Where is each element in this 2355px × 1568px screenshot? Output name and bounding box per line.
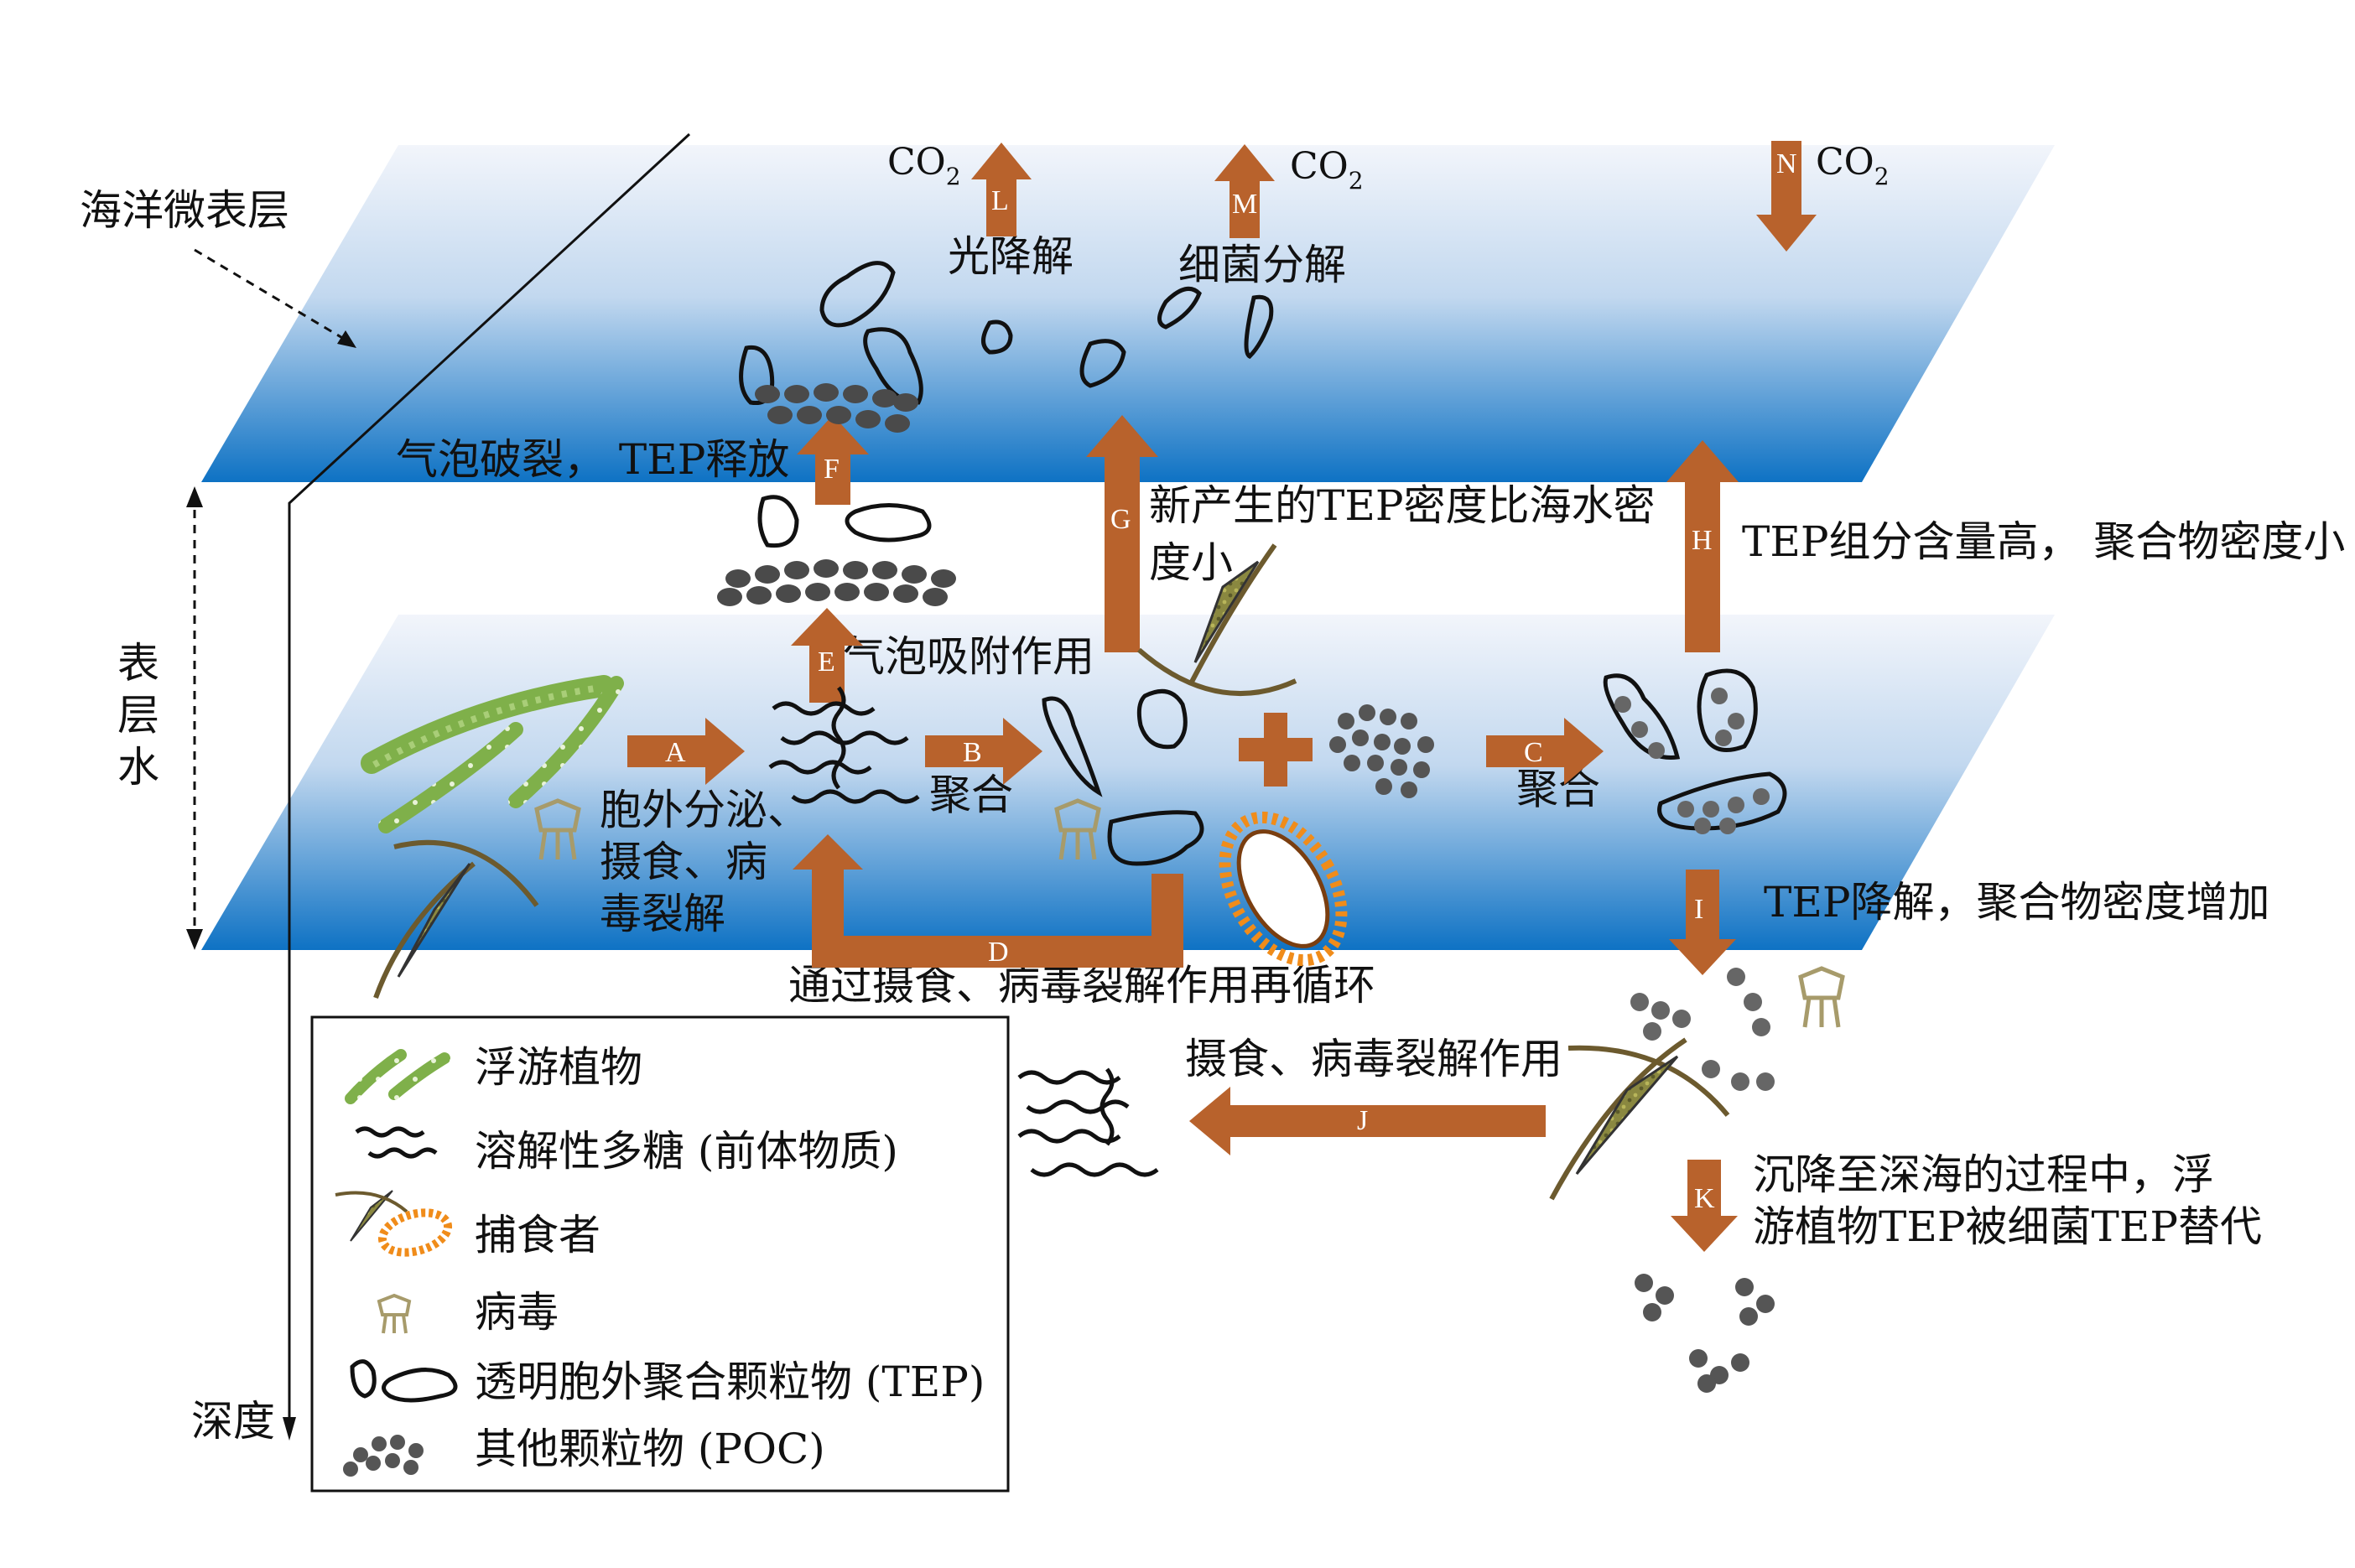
depth-arrowhead — [283, 1417, 296, 1441]
tep-high-label: TEP组分含量高， 聚合物密度小 — [1742, 517, 2345, 566]
arrow-letter-b: B — [963, 737, 982, 768]
co2-label-n: CO2 — [1816, 141, 1890, 190]
arrow-letter-n: N — [1776, 148, 1797, 179]
virus-1 — [534, 798, 581, 860]
surface-water-char-3: 水 — [117, 743, 159, 792]
microlayer-pointer-head — [337, 330, 356, 348]
new-tep-label-1: 新产生的TEP密度比海水密 — [1149, 481, 1656, 530]
tep-degradation-label: TEP降解，聚合物密度增加 — [1764, 878, 2270, 927]
depth-label: 深度 — [191, 1397, 275, 1446]
arrow-k — [1671, 1160, 1738, 1252]
arrow-j — [1189, 1087, 1546, 1155]
legend-label-virus: 病毒 — [475, 1288, 559, 1337]
deep-particles — [1635, 1274, 1775, 1393]
virus-2 — [1054, 798, 1101, 860]
sinking-aggregates — [1630, 968, 1775, 1091]
poc-lower-center — [1329, 704, 1434, 798]
polysaccharide-cluster-deep — [1017, 1067, 1159, 1177]
phytoplankton-cluster — [361, 675, 624, 833]
arrow-b — [925, 718, 1042, 785]
microlayer-pointer — [194, 248, 353, 345]
arrow-i — [1669, 870, 1736, 975]
legend-phytoplankton-icon — [345, 1049, 450, 1104]
surface-water-plane — [201, 615, 2055, 950]
exudation-label-2: 摄食、病 — [600, 838, 767, 886]
surface-water-extent-top — [186, 486, 203, 507]
arrow-letter-j: J — [1357, 1105, 1368, 1136]
poc-upper-2 — [717, 559, 956, 606]
surface-water-char-2: 层 — [117, 691, 159, 740]
legend-label-phytoplankton: 浮游植物 — [475, 1043, 642, 1092]
arrow-letter-f: F — [824, 454, 840, 485]
diatom-predator-right — [1549, 1037, 1730, 1201]
bubble-adsorption-label: 气泡吸附作用 — [843, 632, 1094, 681]
exudation-label-1: 胞外分泌、 — [600, 786, 809, 834]
arrow-letter-i: I — [1694, 894, 1703, 925]
plus-sign — [1239, 713, 1313, 787]
legend-label-predator: 捕食者 — [475, 1211, 600, 1259]
tep-particles-upper — [739, 261, 1274, 548]
co2-label-m: CO2 — [1290, 145, 1364, 195]
legend-label-poc: 其他颗粒物 (POC) — [475, 1425, 825, 1473]
sinking-label-1: 沉降至深海的过程中，浮 — [1753, 1150, 2214, 1199]
arrow-h — [1666, 440, 1739, 652]
legend-box — [310, 1015, 1010, 1493]
arrow-letter-a: A — [665, 737, 686, 768]
microlayer-label: 海洋微表层 — [80, 186, 289, 235]
grazing-lysis-label: 摄食、病毒裂解作用 — [1185, 1035, 1562, 1083]
legend-polysaccharide-icon — [355, 1126, 438, 1159]
diatom-predator-left — [373, 839, 539, 999]
arrow-e — [791, 608, 863, 703]
new-tep-label-2: 度小 — [1149, 538, 1233, 587]
legend-poc-icon — [343, 1435, 424, 1477]
arrow-letter-g: G — [1110, 504, 1131, 535]
arrow-a — [627, 718, 745, 785]
sinking-label-2: 游植物TEP被细菌TEP替代 — [1753, 1202, 2262, 1251]
bubble-burst-label: 气泡破裂， TEP释放 — [396, 435, 789, 484]
arrow-f — [797, 415, 869, 505]
bacterial-decomposition-label: 细菌分解 — [1178, 241, 1346, 289]
arrow-n — [1756, 141, 1817, 252]
tep-particles-lower — [1042, 688, 1204, 866]
arrow-c — [1486, 718, 1604, 785]
arrow-letter-m: M — [1232, 189, 1257, 220]
arrow-letter-d: D — [988, 937, 1009, 968]
arrow-g — [1086, 415, 1158, 652]
virus-3 — [1798, 966, 1845, 1028]
arrow-letter-h: H — [1692, 525, 1713, 556]
photodegradation-label: 光降解 — [948, 232, 1074, 281]
arrow-m — [1214, 144, 1275, 238]
poc-aggregates-right — [1614, 688, 1770, 834]
aggregation-c-label: 聚合 — [1516, 765, 1600, 813]
polysaccharide-cluster-center — [768, 686, 920, 804]
legend-tep-icon — [350, 1359, 458, 1403]
arrow-letter-e: E — [818, 646, 835, 678]
process-arrows — [627, 141, 1817, 1252]
surface-water-extent-bottom — [186, 929, 203, 950]
arrow-letter-k: K — [1694, 1183, 1715, 1214]
co2-label-l: CO2 — [887, 141, 961, 190]
aggregation-b-label: 聚合 — [929, 771, 1013, 819]
arrow-letter-l: L — [991, 185, 1009, 216]
surface-water-char-1: 表 — [117, 639, 159, 688]
ciliate-predator — [1219, 811, 1348, 967]
legend-label-tep: 透明胞外聚合颗粒物 (TEP) — [475, 1358, 985, 1406]
arrow-l — [971, 143, 1032, 236]
legend-virus-icon — [377, 1293, 412, 1334]
recycling-label: 通过摄食、病毒裂解作用再循环 — [788, 961, 1375, 1010]
arrow-letter-c: C — [1524, 737, 1543, 768]
arrow-d — [793, 834, 1183, 968]
diatom-predator-center — [1137, 543, 1297, 696]
depth-axis — [288, 132, 691, 1425]
exudation-label-3: 毒裂解 — [600, 890, 725, 938]
poc-upper-1 — [755, 383, 918, 433]
legend-label-polysaccharide: 溶解性多糖 (前体物质) — [475, 1127, 898, 1176]
aggregates-right — [1603, 668, 1787, 831]
legend-predator-icon — [335, 1190, 453, 1257]
microlayer-plane — [201, 145, 2055, 482]
